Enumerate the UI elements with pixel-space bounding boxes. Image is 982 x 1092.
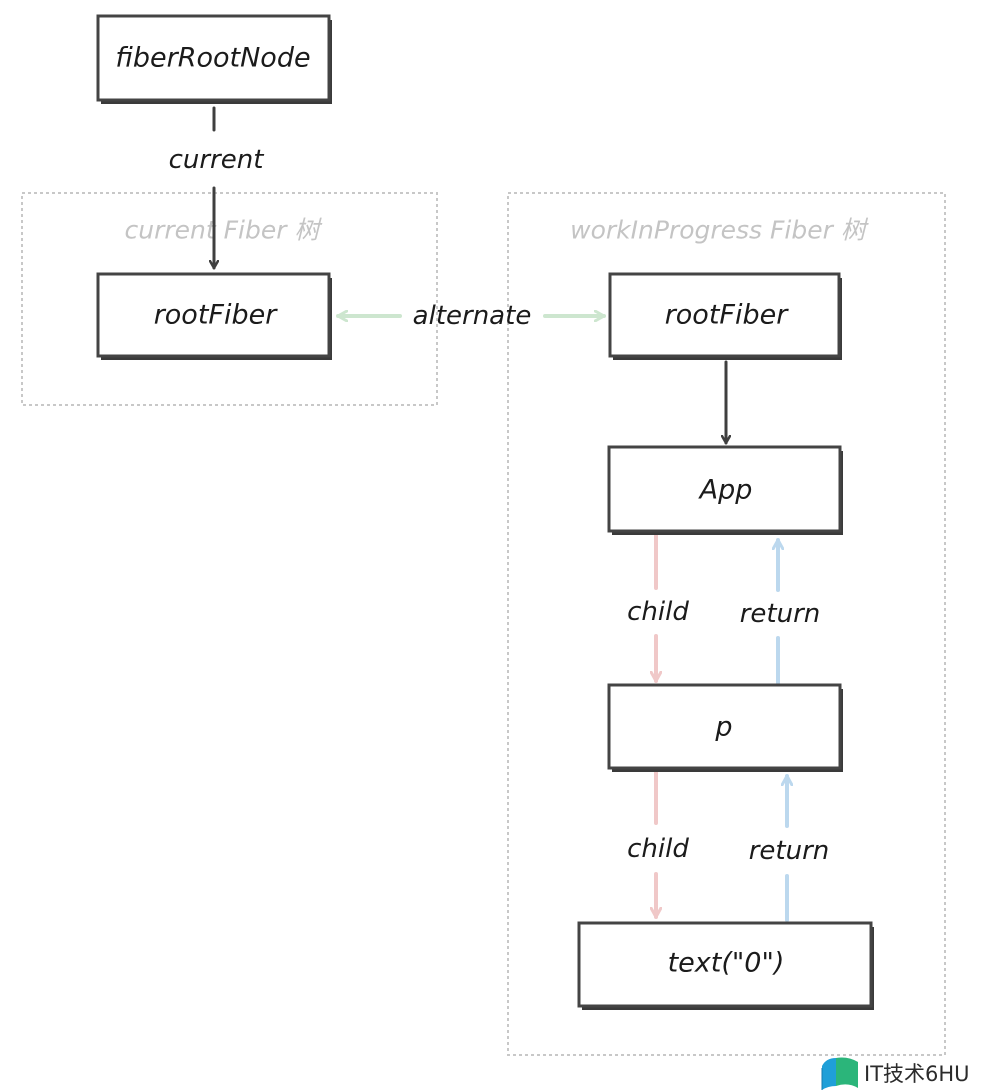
current-fiber-tree-group: current Fiber 树 [21,192,438,406]
node-p: p [607,683,843,772]
edge-p-return-label: return [749,836,830,866]
wip-fiber-tree-group: workInProgress Fiber 树 [507,192,946,1056]
node-text: text("0") [577,921,874,1010]
edge-alternate: alternate [336,301,606,331]
edge-app-child-label: child [627,597,689,627]
edge-app-return-label: return [740,599,821,629]
edge-current-label: current [169,145,265,175]
wip-fiber-tree-label: workInProgress Fiber 树 [570,216,869,245]
edge-app-return: return [740,538,821,685]
node-app-label: App [698,475,753,506]
node-wip-root-fiber: rootFiber [608,272,842,360]
node-wip-root-fiber-label: rootFiber [665,300,790,331]
edge-alternate-label: alternate [413,301,532,331]
node-current-root-fiber-label: rootFiber [154,300,279,331]
watermark: IT技术6HU [821,1057,970,1090]
node-fiber-root-node: fiberRootNode [96,14,332,104]
current-fiber-tree-label: current Fiber 树 [125,216,323,245]
edge-p-return: return [749,774,830,922]
node-p-label: p [714,712,732,743]
node-current-root-fiber: rootFiber [96,272,332,360]
watermark-text: IT技术6HU [864,1062,970,1086]
edge-app-child: child [627,533,689,683]
book-logo-icon [821,1057,858,1090]
edge-p-child: child [627,769,689,919]
edge-p-child-label: child [627,834,689,864]
node-text-label: text("0") [668,948,785,979]
node-app: App [607,445,843,535]
node-fiber-root-node-label: fiberRootNode [115,43,310,74]
edge-current: current [169,106,265,270]
